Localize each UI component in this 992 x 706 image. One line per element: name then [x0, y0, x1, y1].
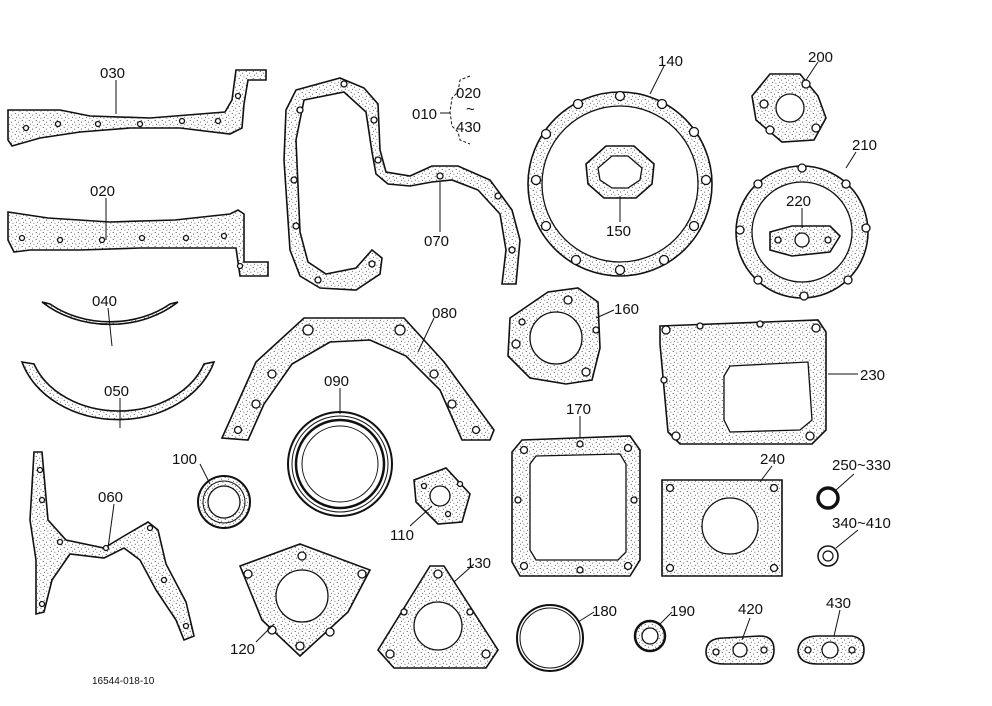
label-020: 020: [90, 183, 115, 200]
part-labels: 010 020 ~ 430 030 020 040 050 060 070 08…: [90, 49, 891, 687]
label-240: 240: [760, 451, 785, 468]
label-020-kit: 020: [456, 85, 481, 102]
label-190: 190: [670, 603, 695, 620]
part-040-half-moon-seal: [41, 301, 179, 326]
label-210: 210: [852, 137, 877, 154]
part-250-330-o-ring: [816, 486, 840, 510]
label-060: 060: [98, 489, 123, 506]
label-420: 420: [738, 601, 763, 618]
label-230: 230: [860, 367, 885, 384]
label-040: 040: [92, 293, 117, 310]
part-190-oil-seal: [633, 619, 667, 653]
part-180-o-ring: [516, 604, 584, 672]
part-050-half-moon-seal: [20, 360, 216, 421]
label-200: 200: [808, 49, 833, 66]
label-160: 160: [614, 301, 639, 318]
label-030: 030: [100, 65, 125, 82]
label-170: 170: [566, 401, 591, 418]
part-080-arch-gasket: [220, 317, 495, 441]
part-130-triangle-gasket: [377, 565, 499, 669]
label-130: 130: [466, 555, 491, 572]
part-420-oval-gasket: [705, 635, 775, 665]
leader-lines: [105, 61, 859, 643]
label-110: 110: [390, 527, 414, 544]
part-340-410-washer: [817, 545, 839, 567]
label-180: 180: [592, 603, 617, 620]
figure-code: 16544-018-10: [92, 676, 155, 687]
label-220: 220: [786, 193, 811, 210]
part-110-triangle-gasket: [413, 467, 471, 525]
label-070: 070: [424, 233, 449, 250]
label-430-kit: 430: [456, 119, 481, 136]
label-140: 140: [658, 53, 683, 70]
part-220-gasket: [769, 225, 842, 257]
part-020-oil-pan-gasket-lower: [7, 209, 269, 277]
part-070-gear-case-gasket: [283, 77, 521, 291]
part-430-oval-gasket: [797, 635, 865, 665]
part-090-oil-seal: [287, 411, 393, 517]
part-240-gasket: [661, 479, 783, 577]
label-080: 080: [432, 305, 457, 322]
part-160-gasket: [507, 287, 601, 385]
part-230-gasket: [659, 319, 827, 445]
part-200-gasket: [751, 73, 827, 143]
label-050: 050: [104, 383, 129, 400]
label-100: 100: [172, 451, 197, 468]
part-100-oil-seal: [197, 475, 251, 529]
label-430: 430: [826, 595, 851, 612]
label-010: 010: [412, 106, 437, 123]
part-060-gear-case-gasket: [29, 451, 195, 642]
part-120-triangle-gasket: [238, 543, 372, 658]
part-010-kit-bracket: [440, 75, 471, 145]
part-150-small-gasket: [585, 145, 655, 199]
part-030-oil-pan-gasket-upper: [7, 69, 267, 147]
label-tilde: ~: [466, 101, 475, 118]
label-340-410: 340~410: [832, 515, 891, 532]
label-090: 090: [324, 373, 349, 390]
label-120: 120: [230, 641, 255, 658]
label-150: 150: [606, 223, 631, 240]
label-250-330: 250~330: [832, 457, 891, 474]
part-170-gasket: [511, 435, 641, 577]
